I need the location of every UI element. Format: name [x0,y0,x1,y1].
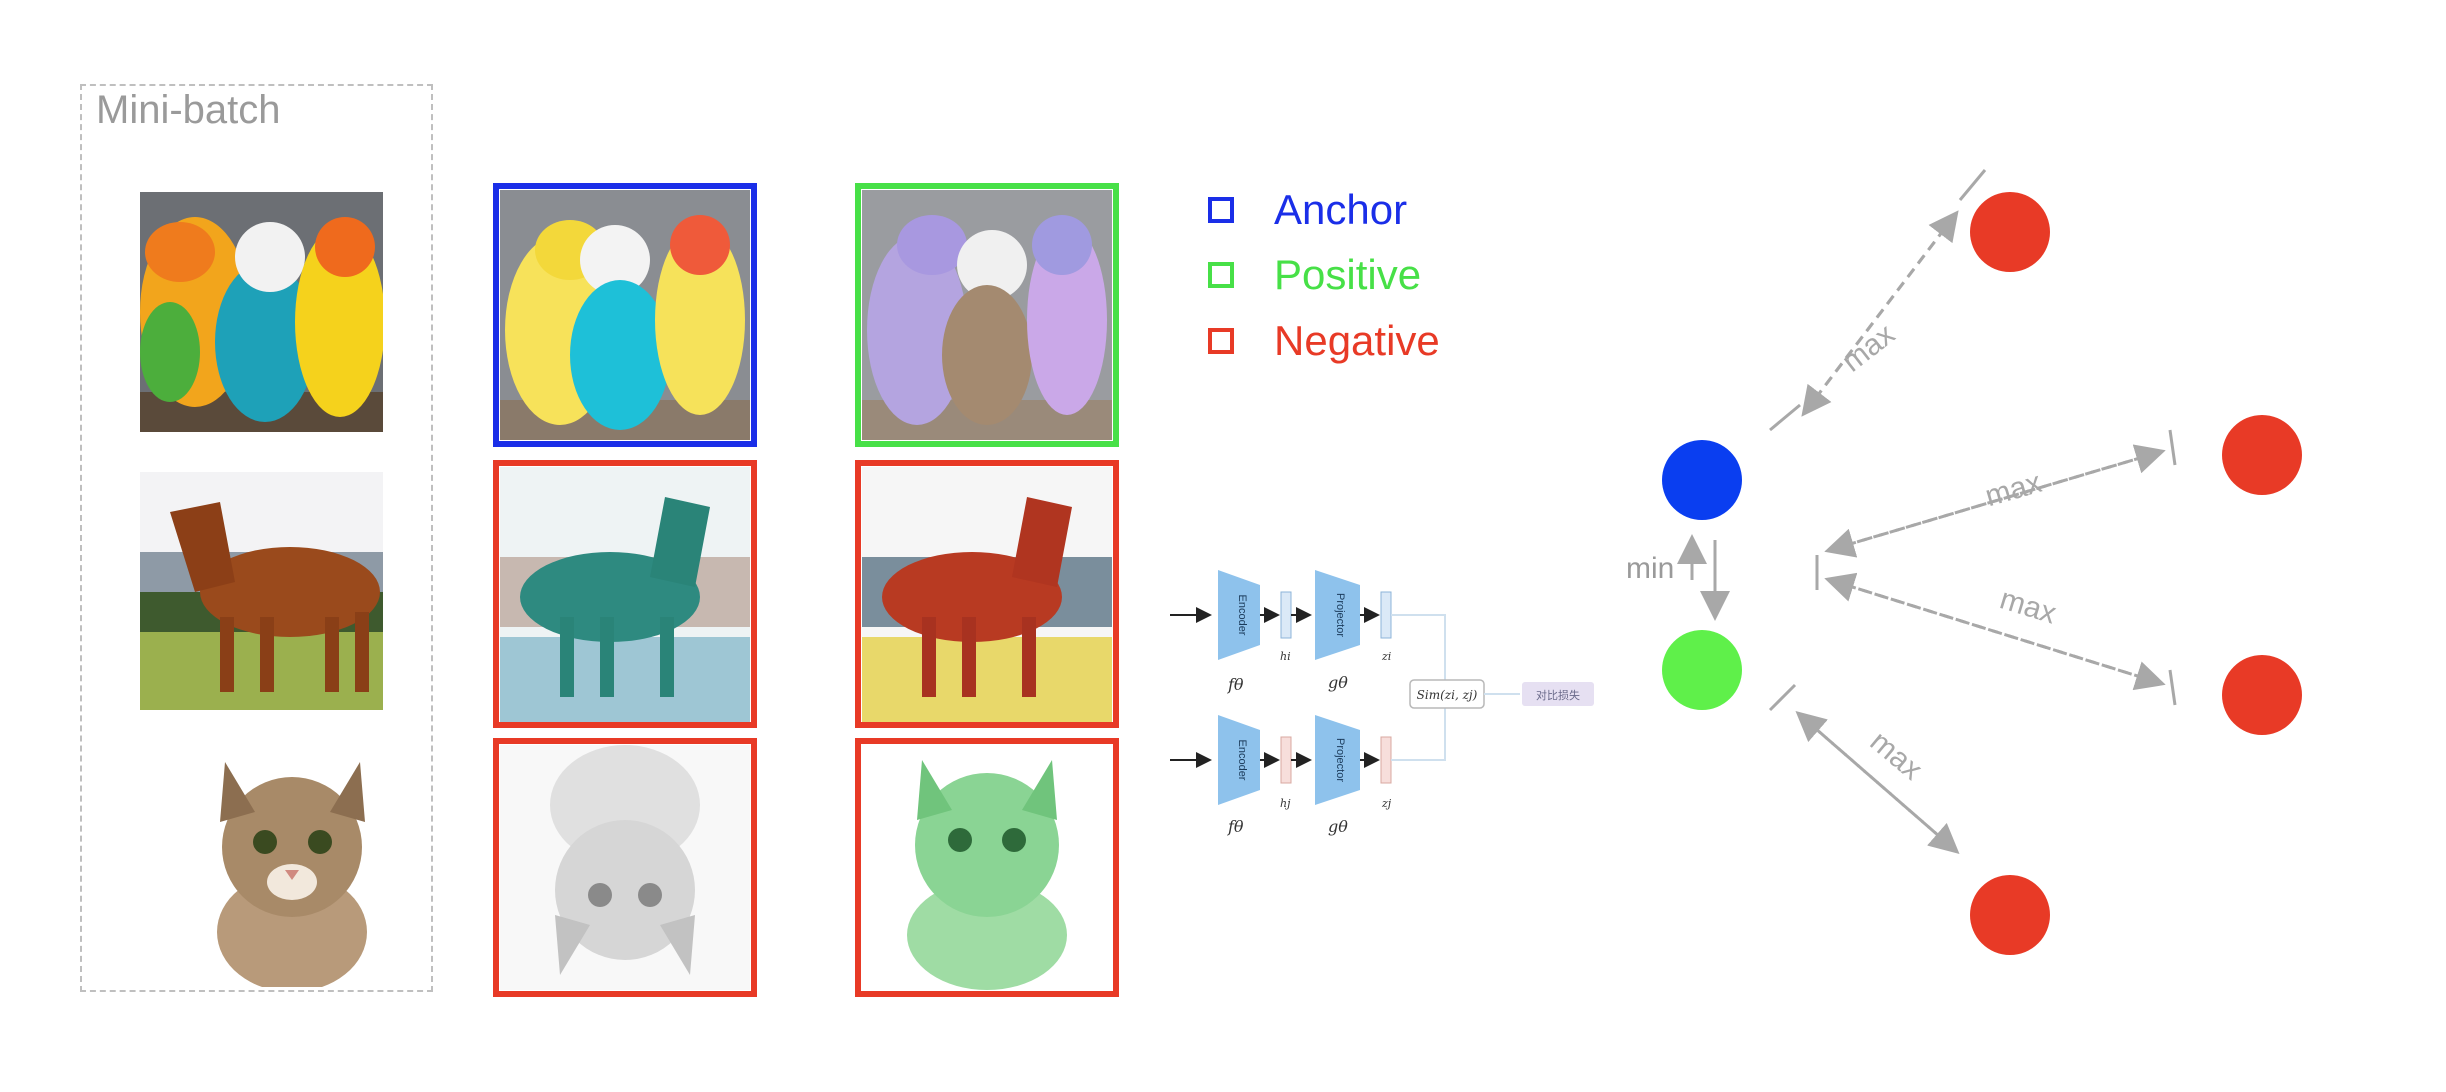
projector-bottom [1315,715,1360,805]
h-j-label: hj [1280,797,1291,810]
max-label-3: max [1996,582,2060,630]
positive-frame [855,183,1119,447]
max-arrow-1b [1803,210,1959,413]
anchor-node [1662,440,1742,520]
max-arrow-4b [1795,711,1956,852]
max-label-1: max [1836,318,1901,379]
projector-bottom-label: Projector [1334,738,1346,782]
negative-frame-cat-inverted [493,738,757,997]
negative-node-1 [1970,192,2050,272]
negative-frame-horse-teal [493,460,757,728]
original-cat-image [205,752,380,987]
encoder-bottom [1218,715,1260,805]
z-vector-top [1380,591,1392,639]
projector-top-label: Projector [1334,593,1346,637]
augmented-cat-inverted-image [500,745,750,990]
encoder-top-label: Encoder [1236,595,1248,636]
z-j-label: zj [1381,797,1392,810]
max-label-2: max [1982,466,2046,513]
bar-right-1 [2168,429,2177,466]
legend-negative: Negative [1208,317,1440,365]
negative-node-2 [2222,415,2302,495]
legend-negative-label: Negative [1274,317,1440,364]
legend-anchor: Anchor [1208,186,1407,234]
connector-bottom [1391,705,1446,761]
augmented-horse-teal-image [500,467,750,722]
mini-batch-title: Mini-batch [96,88,281,132]
encoder-top [1218,570,1260,660]
g-theta-label-top: gθ [1328,673,1348,692]
f-theta-label-bottom: fθ [1227,817,1244,836]
negative-frame-horse-red [855,460,1119,728]
f-theta-label-top: fθ [1227,675,1244,694]
negative-node-3 [2222,655,2302,735]
legend-positive: Positive [1208,251,1421,299]
mini-batch-box [80,84,433,992]
max-arrow-2b [1824,450,2161,558]
max-arrow-3b [1824,572,2161,685]
positive-node [1662,630,1742,710]
anchor-frame [493,183,757,447]
z-i-label: zi [1381,650,1391,663]
bar-top-right [1958,169,1987,201]
contrastive-loss-box [1522,682,1594,706]
original-parrots-image [140,192,383,432]
legend-negative-swatch [1208,328,1234,354]
h-i-label: hi [1280,650,1291,663]
contrastive-loss-label: 对比损失 [1536,688,1580,702]
legend-positive-swatch [1208,262,1234,288]
h-vector-bottom [1280,736,1292,784]
augmented-parrots-positive-image [862,190,1112,440]
similarity-label: Sim(zi, zj) [1417,688,1478,702]
connector-top [1391,614,1446,680]
original-horse-image [140,472,383,710]
legend-anchor-swatch [1208,197,1234,223]
legend-positive-label: Positive [1274,251,1422,298]
bar-right-2 [2168,669,2177,706]
encoder-projector-pipeline: Encoder Projector fθ hi gθ zi Encoder Pr… [1170,570,1594,836]
projector-top [1315,570,1360,660]
bar-top-left [1769,403,1801,432]
negative-frame-cat-green [855,738,1119,997]
z-vector-bottom [1380,736,1392,784]
encoder-bottom-label: Encoder [1236,740,1248,781]
embedding-space-diagram: min max max max max [1626,169,2302,955]
g-theta-label-bottom: gθ [1328,817,1348,836]
legend-anchor-label: Anchor [1274,186,1408,233]
augmented-horse-red-image [862,467,1112,722]
negative-node-4 [1970,875,2050,955]
min-label: min [1626,552,1674,585]
bar-bottom-left [1768,683,1797,712]
h-vector-top [1280,591,1292,639]
augmented-cat-green-image [862,745,1112,990]
augmented-parrots-anchor-image [500,190,750,440]
